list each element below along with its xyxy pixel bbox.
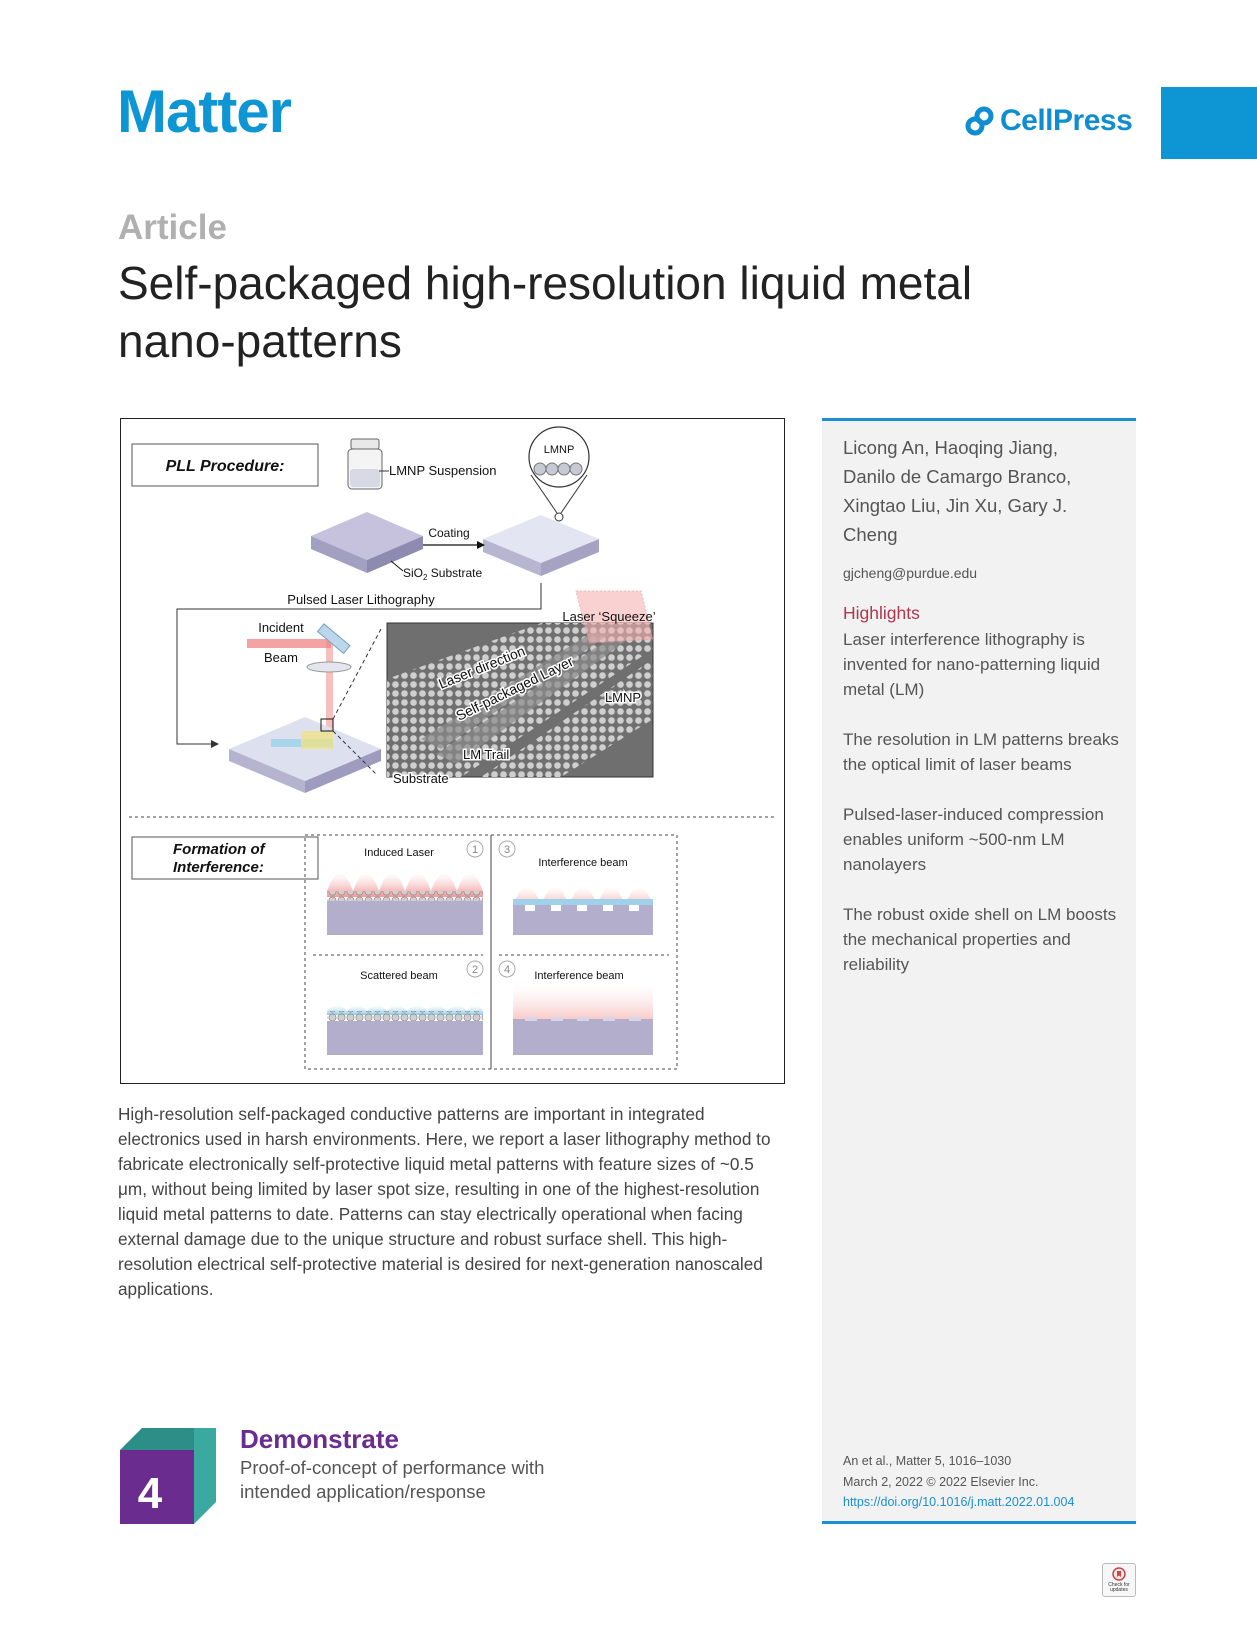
lens-icon — [306, 661, 352, 673]
highlight-item: Pulsed-laser-induced compression enables… — [843, 805, 1104, 874]
demonstrate-level-number: 4 — [138, 1469, 163, 1518]
citation-reference: An et al., Matter 5, 1016–1030 — [843, 1454, 1012, 1468]
substrate-left — [311, 512, 423, 573]
lmnp-magnifier-icon — [528, 426, 590, 522]
substrate-label: SiO2 Substrate — [403, 566, 482, 582]
article-title: Self-packaged high-resolution liquid met… — [118, 257, 973, 367]
doi-link[interactable]: https://doi.org/10.1016/j.matt.2022.01.0… — [843, 1495, 1075, 1509]
laser-squeeze-label: Laser ‘Squeeze’ — [562, 609, 655, 624]
formation-label-1: Formation of — [173, 841, 267, 858]
svg-text:2: 2 — [472, 964, 478, 976]
pll-label: Pulsed Laser Lithography — [287, 592, 435, 607]
highlights-list: Laser interference lithography is invent… — [843, 627, 1123, 1002]
main-substrate — [229, 717, 381, 793]
demonstrate-title: Demonstrate — [240, 1424, 399, 1454]
cellpress-logo-icon — [965, 106, 994, 136]
author-list[interactable]: Licong An, Haoqing Jiang, Danilo de Cama… — [843, 437, 1072, 545]
author-email[interactable]: gjcheng@purdue.edu — [843, 565, 978, 581]
lmnp-vial-icon — [347, 438, 383, 490]
demonstrate-description: Proof-of-concept of performance with int… — [240, 1457, 545, 1502]
publisher-logo[interactable]: CellPress — [964, 104, 1133, 138]
svg-text:3: 3 — [504, 844, 510, 856]
publisher-name: CellPress — [1000, 104, 1133, 137]
citation-block: An et al., Matter 5, 1016–1030 March 2, … — [843, 1451, 1074, 1513]
demonstrate-level-icon: 4 — [120, 1428, 216, 1524]
scattered-beam-label: Scattered beam — [360, 970, 438, 982]
lmnp-zoom-label: LMNP — [605, 690, 641, 705]
beam-label: Beam — [264, 650, 298, 665]
article-type: Article — [118, 208, 227, 247]
zoom-panel — [386, 590, 654, 778]
lm-trail-label: LM Trail — [463, 747, 509, 762]
highlights-heading: Highlights — [843, 603, 920, 623]
highlight-item: The robust oxide shell on LM boosts the … — [843, 905, 1117, 974]
pll-procedure-label: PLL Procedure: — [166, 458, 285, 475]
substrate-right — [483, 515, 599, 576]
interference-beam-3-label: Interference beam — [538, 857, 627, 869]
lmnp-suspension-label: LMNP Suspension — [389, 463, 496, 478]
substrate-zoom-label: Substrate — [393, 771, 449, 786]
article-sidebar: Licong An, Haoqing Jiang, Danilo de Cama… — [822, 418, 1136, 1524]
interference-beam-4-label: Interference beam — [534, 970, 623, 982]
header-accent-tab — [1161, 87, 1257, 159]
highlight-item: The resolution in LM patterns breaks the… — [843, 730, 1119, 774]
bookmark-icon — [1112, 1567, 1126, 1581]
pll-procedure-box — [131, 443, 319, 487]
graphical-abstract: PLL Procedure: LMNP Suspension LMNP — [120, 418, 785, 1084]
citation-date: March 2, 2022 © 2022 Elsevier Inc. — [843, 1474, 1039, 1489]
incident-label: Incident — [258, 620, 304, 635]
interference-wave-4 — [513, 985, 653, 1019]
induced-laser-label: Induced Laser — [364, 847, 434, 859]
mirror-icon — [316, 623, 351, 655]
highlight-item: Laser interference lithography is invent… — [843, 630, 1101, 699]
journal-logo[interactable]: Matter — [117, 78, 292, 145]
svg-text:4: 4 — [504, 964, 510, 976]
formation-label-2: Interference: — [173, 859, 264, 876]
svg-text:1: 1 — [472, 844, 478, 856]
step-markers: 1 3 2 4 — [466, 840, 516, 978]
incident-beam — [247, 639, 331, 648]
coating-label: Coating — [428, 526, 469, 540]
abstract-text: High-resolution self-packaged conductive… — [118, 1104, 771, 1299]
lmnp-top-label: LMNP — [544, 444, 575, 456]
formation-box — [131, 836, 319, 880]
